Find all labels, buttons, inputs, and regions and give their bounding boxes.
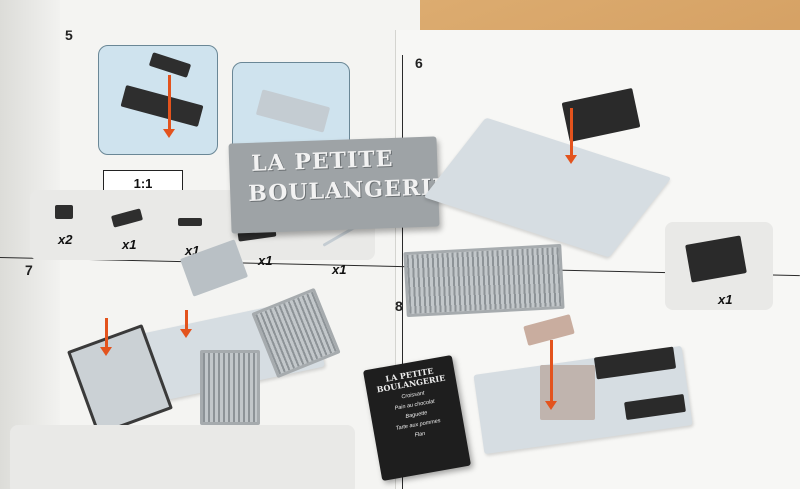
part-qty-4: x1 [258,253,273,268]
grille-panel-brick [403,243,565,318]
part-clip [178,218,202,226]
part-qty-5: x1 [332,262,347,277]
step7-arrow-2 [180,310,192,338]
sign-text-line1: LA PETITE [250,145,394,177]
part-bracket [55,205,73,219]
parts-tray-next [10,425,355,489]
step-number-7: 7 [25,262,33,278]
part-qty-step6: x1 [718,292,733,307]
sign-text-line2: BOULANGERIE [247,173,451,207]
boulangerie-menu-card: LA PETITE BOULANGERIE Croissant Pain au … [362,355,472,481]
step7-arrow-1 [100,318,112,356]
step-number-6: 6 [415,55,423,71]
part-qty-1: x2 [58,232,73,247]
step-number-8: 8 [395,298,403,314]
assembly-arrow [163,75,175,138]
step8-arrow [545,340,557,410]
step8-pillar [540,365,595,420]
part-qty-2: x1 [122,237,137,252]
step-divider-vertical [402,55,403,489]
step7-grille-small [200,350,260,425]
step-number-5: 5 [65,27,73,43]
boulangerie-sign-brick: LA PETITE BOULANGERIE [228,136,450,234]
step6-arrow [565,108,577,164]
